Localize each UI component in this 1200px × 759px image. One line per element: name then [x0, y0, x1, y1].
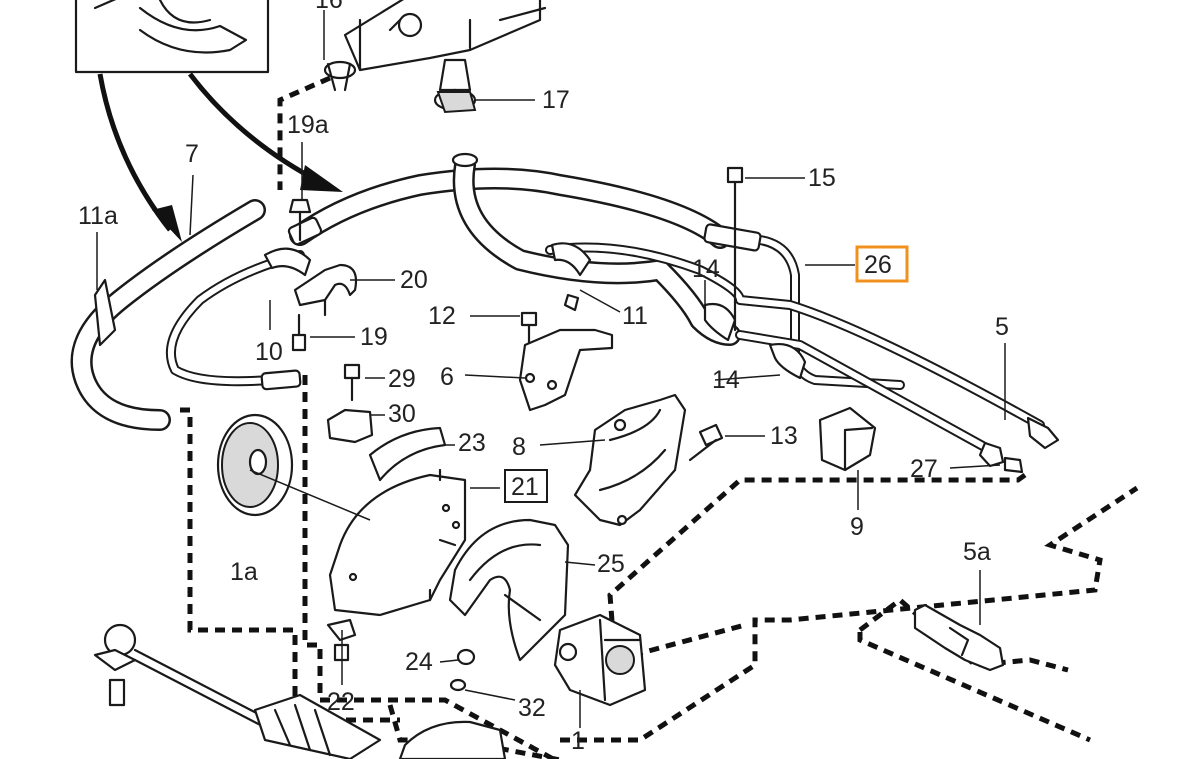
- bracket-20: [293, 263, 358, 317]
- damper-9: [818, 406, 877, 472]
- label-25[interactable]: 25: [597, 550, 625, 578]
- pipe-10: [165, 250, 305, 387]
- label-19a[interactable]: 19a: [287, 111, 329, 139]
- label-11a[interactable]: 11a: [78, 202, 118, 230]
- callout-labels: 16 17 19a 7 11a 15 26 20 14 12 11 19 10 …: [78, 0, 1009, 755]
- inset-detail-box: [74, 0, 270, 74]
- hose-11: [451, 152, 741, 346]
- inset-arrows: [97, 72, 343, 242]
- sensor-5a: [913, 603, 1005, 672]
- clamps: [93, 242, 807, 380]
- label-19[interactable]: 19: [360, 323, 388, 351]
- hose-7: [70, 199, 266, 431]
- label-7[interactable]: 7: [185, 140, 199, 168]
- tie-rod: [93, 623, 507, 759]
- label-12[interactable]: 12: [428, 302, 456, 330]
- label-5a[interactable]: 5a: [963, 538, 991, 566]
- label-24[interactable]: 24: [405, 648, 433, 676]
- label-13[interactable]: 13: [770, 422, 798, 450]
- bracket-21: [328, 468, 467, 617]
- bracket-6: [518, 328, 614, 412]
- leader-lines: [96, 10, 1006, 728]
- label-30[interactable]: 30: [388, 400, 416, 428]
- label-5[interactable]: 5: [995, 313, 1009, 341]
- pump-1: [553, 613, 647, 707]
- main-return-hose: [289, 167, 731, 249]
- label-15[interactable]: 15: [808, 164, 836, 192]
- bracket-8: [573, 393, 687, 527]
- reservoir: [323, 0, 547, 114]
- shield-23: [368, 426, 447, 482]
- label-17[interactable]: 17: [542, 86, 570, 114]
- label-22[interactable]: 22: [327, 688, 355, 716]
- label-8[interactable]: 8: [512, 433, 526, 461]
- label-32[interactable]: 32: [518, 694, 546, 722]
- label-1[interactable]: 1: [571, 727, 585, 755]
- label-16[interactable]: 16: [315, 0, 343, 14]
- label-9[interactable]: 9: [850, 513, 864, 541]
- label-29[interactable]: 29: [388, 365, 416, 393]
- heat-shield-25: [448, 518, 570, 662]
- pulley-1a: [216, 413, 294, 517]
- pipe-5: [545, 242, 1060, 468]
- label-20[interactable]: 20: [400, 266, 428, 294]
- label-14-upper[interactable]: 14: [692, 255, 720, 283]
- label-14-lower[interactable]: 14: [712, 366, 740, 394]
- bracket-30: [326, 408, 374, 444]
- label-21-box: [504, 469, 548, 503]
- label-23[interactable]: 23: [458, 429, 486, 457]
- label-10[interactable]: 10: [255, 338, 283, 366]
- label-26[interactable]: 26: [864, 251, 892, 279]
- label-21[interactable]: 21: [511, 473, 539, 501]
- label-11[interactable]: 11: [622, 302, 648, 330]
- label-6[interactable]: 6: [440, 363, 454, 391]
- label-1a[interactable]: 1a: [230, 558, 258, 586]
- label-27[interactable]: 27: [910, 455, 938, 483]
- label-26-highlight-box: [855, 245, 909, 283]
